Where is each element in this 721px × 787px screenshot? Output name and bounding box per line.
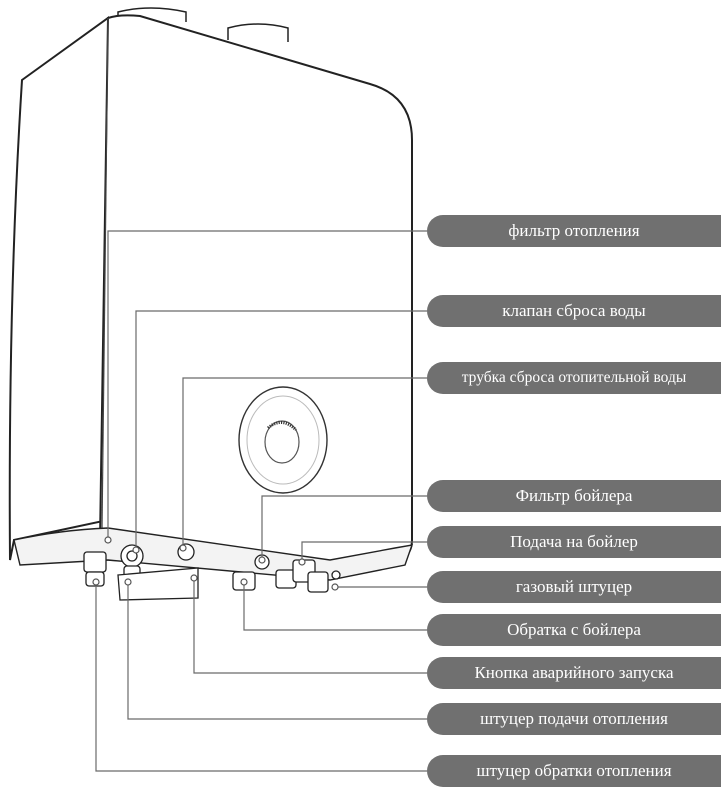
label-knopka-avariynogo: Кнопка аварийного запуска bbox=[427, 657, 721, 689]
label-trubka-sbrosa: трубка сброса отопительной воды bbox=[427, 362, 721, 394]
leader-trubka-sbrosa bbox=[183, 378, 427, 548]
label-shtutser-podachi: штуцер подачи отопления bbox=[427, 703, 721, 735]
label-shtutser-obratki: штуцер обратки отопления bbox=[427, 755, 721, 787]
leader-shtutser-podachi bbox=[128, 582, 427, 719]
pointer-dot bbox=[259, 557, 265, 563]
pointer-dot bbox=[125, 579, 131, 585]
leader-podacha-na-boyler bbox=[302, 542, 427, 562]
leader-shtutser-obratki bbox=[96, 582, 427, 771]
pointer-dot bbox=[133, 547, 139, 553]
label-podacha-na-boyler: Подача на бойлер bbox=[427, 526, 721, 558]
label-obratka-s-boylera: Обратка с бойлера bbox=[427, 614, 721, 646]
label-gazovyy-shtutser: газовый штуцер bbox=[427, 571, 721, 603]
label-filtr-boylera: Фильтр бойлера bbox=[427, 480, 721, 512]
label-klapan-sbrosa: клапан сброса воды bbox=[427, 295, 721, 327]
pointer-dot bbox=[332, 584, 338, 590]
pointer-dot bbox=[299, 559, 305, 565]
pointer-dot bbox=[105, 537, 111, 543]
leader-klapan-sbrosa bbox=[136, 311, 427, 550]
pointer-dot bbox=[191, 575, 197, 581]
leader-filtr-boylera bbox=[262, 496, 427, 560]
pointer-dot bbox=[93, 579, 99, 585]
label-filtr-otopleniya: фильтр отопления bbox=[427, 215, 721, 247]
pointer-dot bbox=[180, 545, 186, 551]
leader-knopka bbox=[194, 578, 427, 673]
leader-filtr-otopleniya bbox=[108, 231, 427, 540]
pointer-dot bbox=[241, 579, 247, 585]
